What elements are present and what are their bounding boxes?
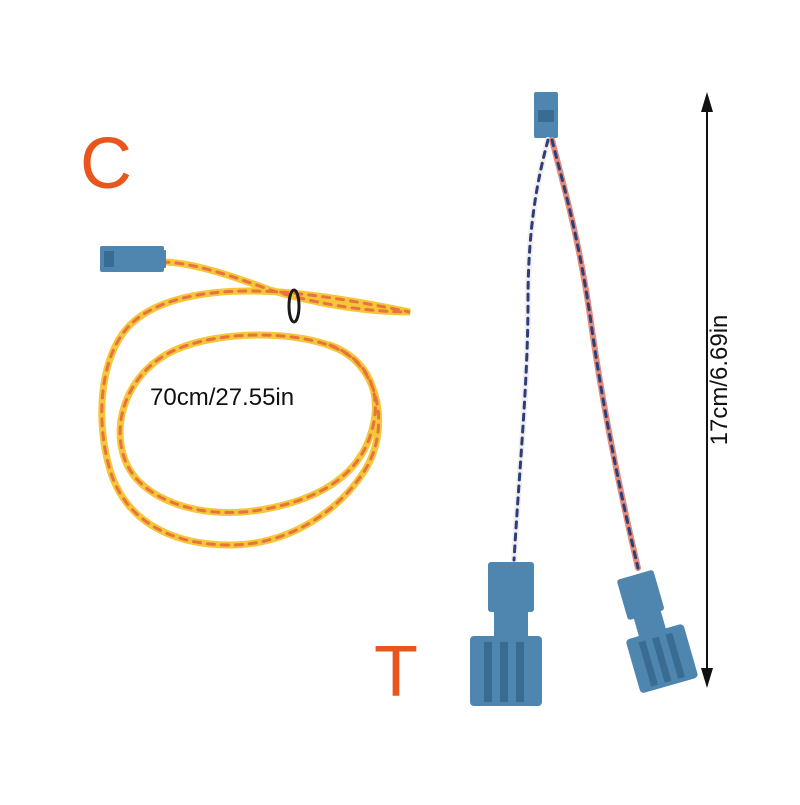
cable-t-right-connector-rib-2 [652,636,672,683]
cable-t-right-connector-rib [638,640,658,687]
cable-c-wire-stripe [100,260,411,547]
cable-t-left-connector [470,562,542,706]
cable-t-length-label: 17cm/6.69in [706,314,733,446]
cable-t-left-connector-head [488,562,534,612]
cable-c-letter: C [80,124,132,204]
arrow-down-icon [701,668,713,688]
cable-t-left-connector-rib-2 [500,642,508,702]
cable-c-connector [100,246,166,272]
arrow-up-icon [701,92,713,112]
cable-t-left-connector-rib-3 [516,642,524,702]
cable-t [470,92,698,706]
dimension-arrow [701,92,713,688]
cable-c-connector-latch [104,251,114,267]
cable-c-length-label: 70cm/27.55in [150,384,295,411]
cable-c-connector-cap [158,250,166,268]
cable-t-right-connector [617,570,698,693]
cable-t-left-connector-rib [484,642,492,702]
cable-tie [287,288,301,324]
cable-c [98,246,411,549]
cable-t-wire-right-stripe [550,138,640,570]
cable-t-top-connector [534,92,558,138]
cable-t-wire-left-stripe [512,138,550,562]
cable-t-top-connector-latch [538,110,554,122]
cable-t-right-connector-rib-3 [665,632,685,679]
cable-t-right-connector-head [617,570,664,620]
cable-t-left-connector-neck [494,610,528,638]
cable-c-connector-body [100,246,164,272]
cable-t-letter: T [374,632,418,712]
